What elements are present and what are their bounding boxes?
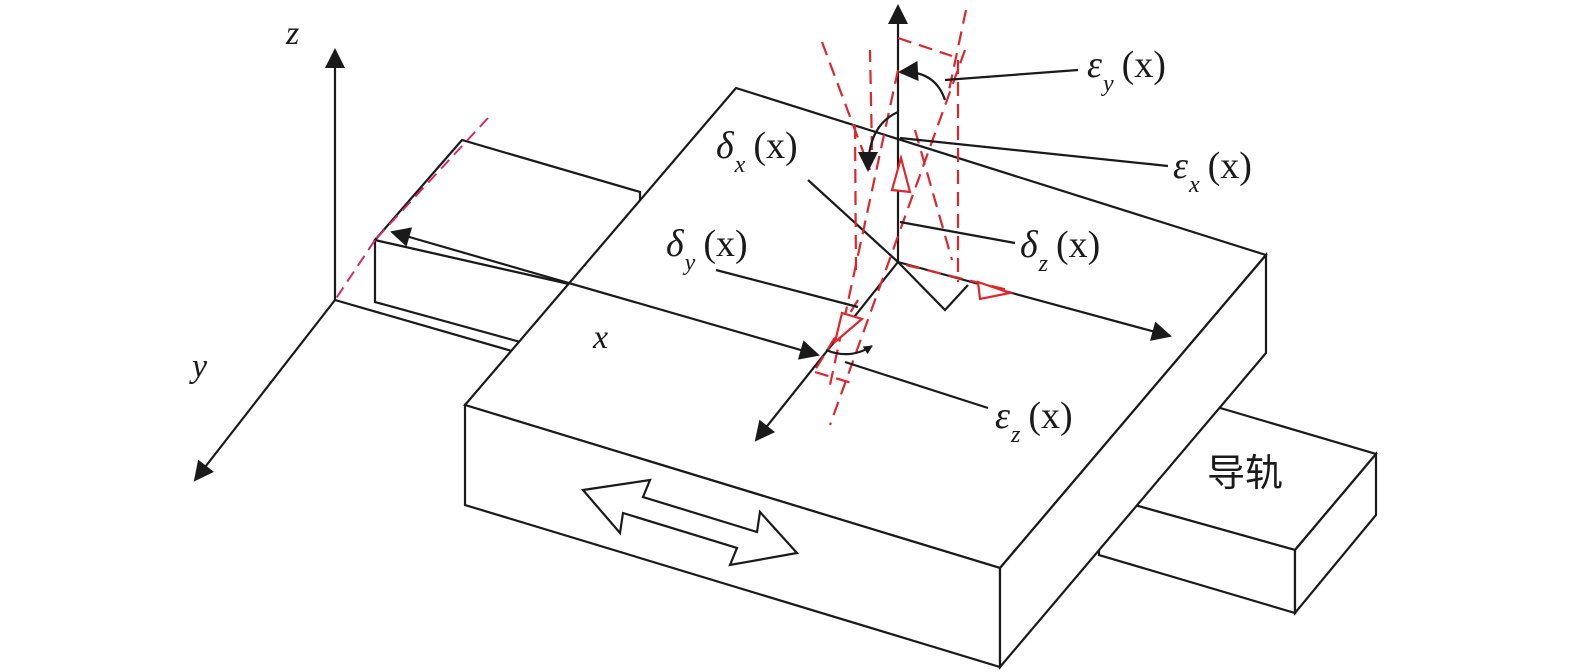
error-frame-line [814,299,859,371]
error-arrowhead-y [833,311,865,346]
delta-y-leader [715,268,859,309]
rail-label: 导轨 [1207,451,1283,495]
rail-guide-line-lower [334,239,376,301]
eps-z-label: εz (x) [995,395,1073,448]
error-frame-line [868,49,874,151]
eps-z-argument: (x) [1028,395,1072,437]
eps-x-leader [899,136,1169,168]
eps-z-subscript: z [1010,422,1021,448]
eps-x-symbol: ε [1173,145,1188,187]
y-axis [193,299,336,482]
eps-z-leader [844,360,989,410]
eps-x-label: εx (x) [1173,145,1252,198]
delta-x-subscript: x [734,152,746,178]
rail-guide-line-upper [374,117,489,241]
eps-y-subscript: y [1101,71,1114,97]
error-frame-line [814,370,856,386]
error-frame-line [897,36,953,58]
error-frame [814,9,1015,426]
delta-y-subscript: y [683,250,696,276]
error-frame-line [913,129,954,261]
eps-y-argument: (x) [1122,44,1166,86]
error-frame-line [828,49,967,426]
delta-y-label: δy (x) [666,223,748,276]
eps-x-rotation-arc [858,110,899,172]
rotation-indicators [825,60,947,356]
z-axis-label: z [285,15,299,52]
rail-right-end-face [1293,450,1378,617]
carriage-right-face [998,252,1268,671]
delta-x-label: δx (x) [716,125,798,178]
delta-z-label: δz (x) [1020,224,1100,277]
delta-z-corner [897,261,969,312]
local-x-axis [897,260,1172,341]
delta-y-argument: (x) [703,223,747,265]
error-arrowhead-z [890,153,912,194]
eps-y-symbol: ε [1087,44,1102,86]
delta-y-symbol: δ [666,223,685,265]
delta-x-argument: (x) [753,125,797,167]
eps-x-subscript: x [1188,172,1200,198]
x-axis-label: x [592,319,608,356]
delta-z-leader [899,220,1016,245]
eps-y-rotation-arc [898,60,947,101]
error-frame-line [820,41,872,171]
delta-z-symbol: δ [1020,224,1039,266]
travel-direction-arrow [580,478,800,567]
eps-y-leader [944,68,1079,82]
eps-x-argument: (x) [1208,145,1252,187]
leader-lines [715,68,1169,410]
error-frame-line [905,263,1009,292]
delta-z-subscript: z [1038,251,1049,277]
y-axis-label: y [189,348,208,385]
eps-y-label: εy (x) [1087,44,1166,97]
delta-x-indicator [807,179,899,263]
eps-z-rotation-arc [825,345,873,356]
eps-z-symbol: ε [995,395,1010,437]
x-travel-axis [390,227,820,360]
error-frame-line [853,124,858,271]
error-arrowhead-x [976,280,1015,301]
delta-z-argument: (x) [1056,224,1100,266]
error-frame-line [946,9,968,96]
delta-x-symbol: δ [716,125,735,167]
